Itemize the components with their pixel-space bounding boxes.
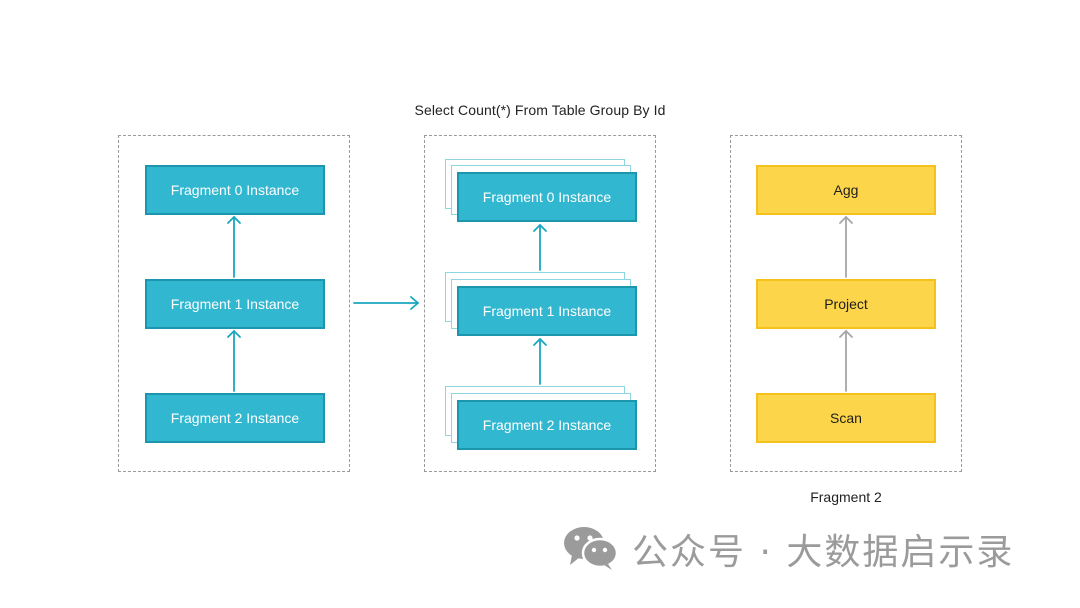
left-fragment-1-box: Fragment 1 Instance — [145, 279, 325, 329]
project-to-agg-arrow — [839, 216, 853, 278]
wechat-icon — [562, 523, 620, 576]
scan-to-project-arrow — [839, 330, 853, 392]
diagram-title: Select Count(*) From Table Group By Id — [414, 102, 666, 118]
middle-arrow-2-to-1 — [533, 338, 547, 385]
scan-box: Scan — [756, 393, 936, 443]
right-panel: Agg Project Scan — [730, 135, 962, 472]
middle-fragment-1-box: Fragment 1 Instance — [457, 286, 637, 336]
middle-fragment-0-box: Fragment 0 Instance — [457, 172, 637, 222]
fragment-2-caption: Fragment 2 — [810, 489, 882, 505]
transition-arrow — [353, 296, 419, 310]
watermark: 公众号 · 大数据启示录 — [562, 524, 1014, 574]
left-fragment-2-box: Fragment 2 Instance — [145, 393, 325, 443]
left-arrow-2-to-1 — [227, 330, 241, 392]
watermark-text: 公众号 · 大数据启示录 — [632, 532, 1015, 573]
middle-panel: Fragment 0 Instance Fragment 1 Instance … — [424, 135, 656, 472]
project-box: Project — [756, 279, 936, 329]
left-panel: Fragment 0 Instance Fragment 1 Instance … — [118, 135, 350, 472]
agg-box: Agg — [756, 165, 936, 215]
middle-arrow-1-to-0 — [533, 224, 547, 271]
left-fragment-0-box: Fragment 0 Instance — [145, 165, 325, 215]
left-arrow-1-to-0 — [227, 216, 241, 278]
middle-fragment-2-box: Fragment 2 Instance — [457, 400, 637, 450]
